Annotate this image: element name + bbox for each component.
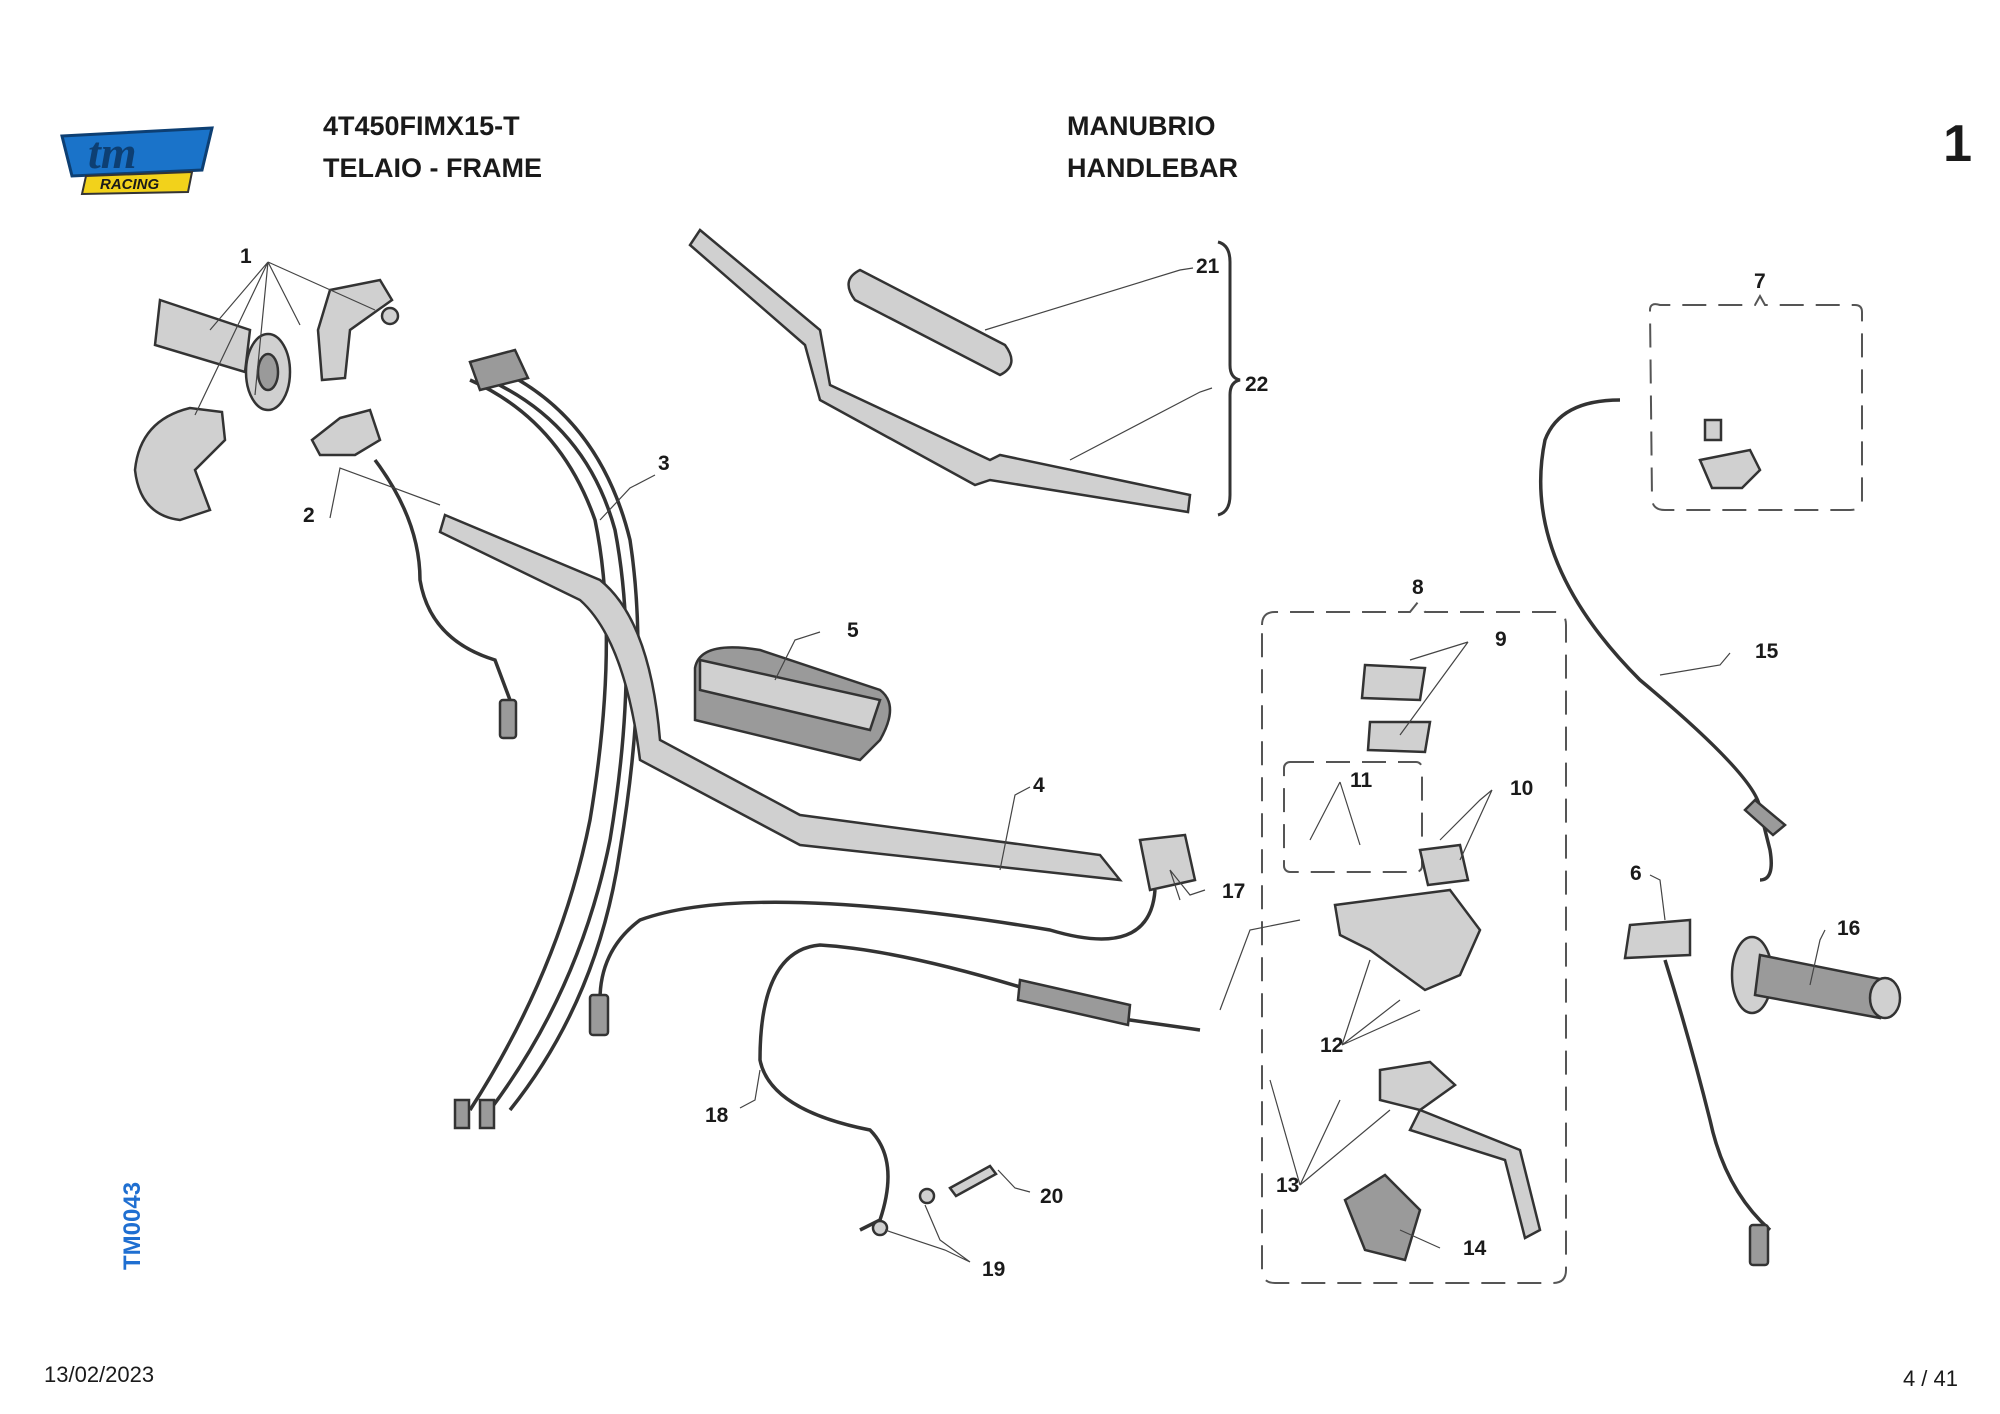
switch-6 [1623,918,1692,960]
group-box-8 [1261,600,1567,1284]
section-title-en: HANDLEBAR [1067,153,1238,183]
callout-18: 18 [705,1104,729,1127]
section-title-it: MANUBRIO [1067,111,1216,141]
callout-19: 19 [982,1258,1005,1281]
callout-13: 13 [1276,1174,1299,1197]
footer-page-count: 4 / 41 [1902,1366,1958,1391]
callout-3: 3 [658,452,670,475]
callout-21: 21 [1196,255,1220,278]
master-cylinder [1333,663,1542,1262]
callout-20: 20 [1040,1185,1063,1208]
drawing-code: TM0043 [119,1181,146,1270]
handlebar-upper [688,228,1192,514]
callout-14: 14 [1463,1237,1487,1260]
callout-4: 4 [1033,774,1045,797]
callout-15: 15 [1755,640,1779,663]
logo-main-text: tm [88,127,137,178]
cable-15 [1538,398,1773,882]
group-box-11 [1283,761,1423,873]
callout-7: 7 [1754,270,1766,293]
switch-17 [1138,833,1197,892]
callout-6: 6 [1630,862,1642,885]
callout-5: 5 [847,619,859,642]
callout-2: 2 [303,504,315,527]
page-number: 1 [1943,115,1972,173]
callout-8: 8 [1412,576,1424,599]
handlebar-pad [693,646,892,762]
callout-16: 16 [1837,917,1860,940]
model-code: 4T450FIMX15-T [323,111,520,141]
handlebar-main [438,513,1123,882]
footer-date: 13/02/2023 [44,1362,155,1387]
logo-sub-text: RACING [100,176,159,193]
clutch-cable [758,943,1201,1232]
frame-title: TELAIO - FRAME [323,153,542,183]
brace-22 [1217,240,1241,517]
callout-17: 17 [1222,880,1245,903]
callout-9: 9 [1495,628,1507,651]
callout-1: 1 [240,245,252,268]
grip-16 [1730,935,1902,1020]
group-box-7 [1648,293,1863,511]
throttle-assembly [133,278,400,522]
leader-lines [194,261,1826,1263]
callout-10: 10 [1510,777,1533,800]
callout-11: 11 [1350,769,1373,792]
tm-racing-logo: tm RACING [60,126,214,196]
callout-12: 12 [1320,1034,1343,1057]
callout-22: 22 [1245,373,1268,396]
throttle-cables [453,348,640,1130]
